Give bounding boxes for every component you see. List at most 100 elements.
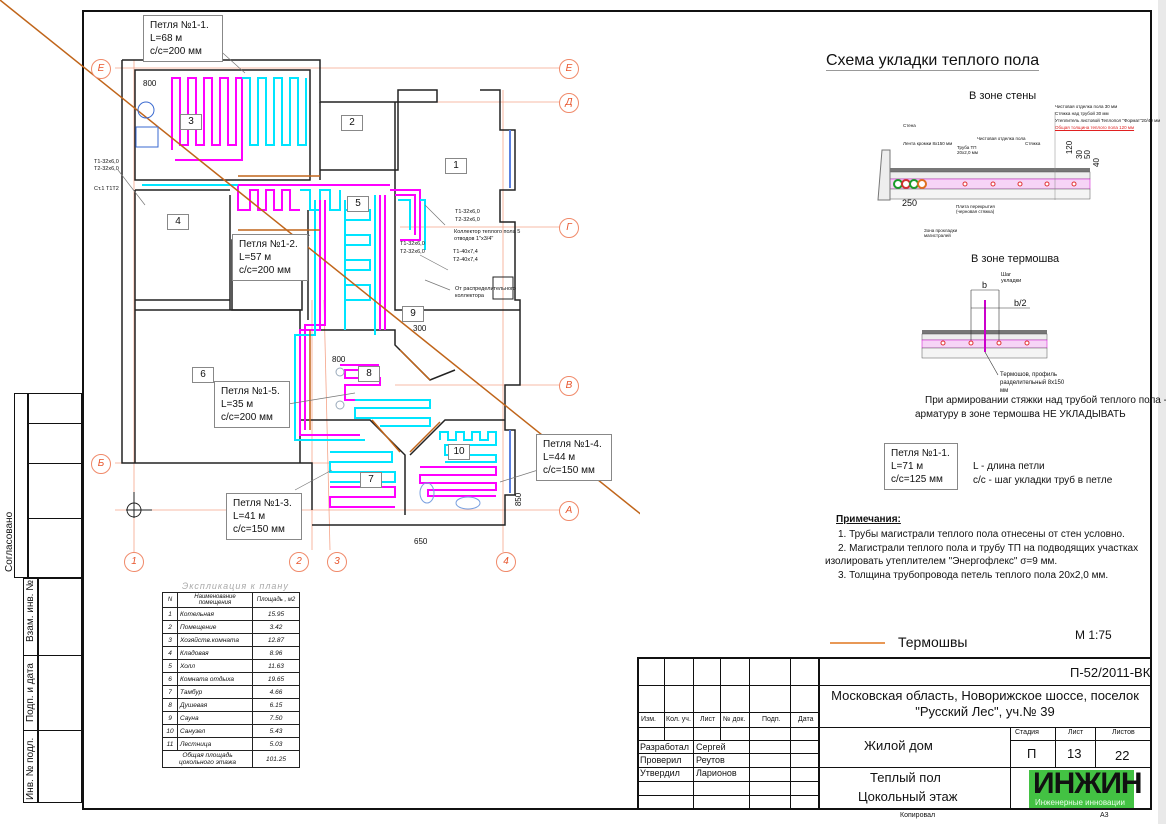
- dim-800-top: 800: [143, 79, 157, 88]
- schema-title: Схема укладки теплого пола: [826, 52, 1040, 71]
- note-1: 1. Трубы магистрали теплого пола отнесен…: [838, 529, 1125, 540]
- pipe-label-in-t1: Т1-32х6,0: [400, 241, 425, 247]
- label-screed: Стяжка: [1025, 141, 1041, 146]
- collector-feed-magenta: [379, 189, 421, 330]
- pipe-label-riser: Ст.1 Т1Т2: [94, 186, 119, 192]
- axis-line-3: [323, 299, 331, 551]
- dim-850: 850: [514, 492, 524, 507]
- stage-value: П: [1027, 746, 1037, 761]
- format-label: А3: [1100, 812, 1109, 819]
- sheets-header: Листов: [1112, 729, 1135, 736]
- layer-total: Общая толщина теплого пола 120 мм: [1055, 125, 1135, 130]
- axis-bubble-4: 4: [496, 552, 516, 572]
- legend-text-spacing: с/с - шаг укладки труб в петле: [973, 475, 1113, 486]
- row-number: 1: [162, 607, 178, 621]
- explication-total-value: 101.25: [252, 750, 300, 768]
- note-2: 2. Магистрали теплого пола и трубу ТП на…: [838, 543, 1139, 554]
- legend-text-length: L - длина петли: [973, 461, 1045, 472]
- room-area: 6.15: [252, 698, 300, 712]
- room-name: Лестница: [177, 737, 253, 751]
- loop-1-1-return: [242, 77, 307, 146]
- room-number-5: 5: [347, 196, 369, 212]
- room-number-1: 1: [445, 158, 467, 174]
- person-checked: Реутов: [696, 755, 725, 765]
- pipe-label-left-t1: Т1-32х6,0: [94, 159, 119, 165]
- scale-label: М 1:75: [1075, 628, 1112, 642]
- room-name: Душевая: [177, 698, 253, 712]
- logo-text: ИНЖИН: [1033, 767, 1143, 800]
- legend-loop-box: Петля №1-1. L=71 м с/с=125 мм: [884, 443, 958, 490]
- axis-bubble-B: Б: [91, 454, 111, 474]
- axis-bubble-E-left: Е: [91, 59, 111, 79]
- dim-650: 650: [414, 537, 428, 546]
- pipe-label-main-t1: Т1-40х7,4: [453, 249, 478, 255]
- leader-lines: [117, 45, 539, 491]
- loop-name: Петля №1-2.: [239, 239, 298, 250]
- side-divider: [28, 423, 82, 424]
- explication-header-name: Наименование помещения: [177, 592, 253, 608]
- heating-loops: [142, 77, 497, 508]
- label-b2: b/2: [1014, 298, 1027, 308]
- room-area: 11.63: [252, 659, 300, 673]
- legend-loop-spacing: с/с=125 мм: [891, 474, 943, 485]
- boiler-icon: [137, 101, 155, 119]
- room-name: Санузел: [177, 724, 253, 738]
- row-number: 7: [162, 685, 178, 699]
- role-checked: Проверил: [640, 755, 682, 765]
- row-number: 6: [162, 672, 178, 686]
- label-tape: Лента кромки 8х150 мм: [903, 141, 953, 146]
- collector-feed-cyan: [374, 195, 426, 335]
- floor-plan: [0, 0, 640, 555]
- row-number: 5: [162, 659, 178, 673]
- axis-bubble-G: Г: [559, 218, 579, 238]
- side-approval-label-cell: [14, 393, 28, 578]
- role-developed: Разработал: [640, 742, 689, 752]
- axis-bubble-1: 1: [124, 552, 144, 572]
- pipe-label-c-t2: Т2-32х6,0: [455, 217, 480, 223]
- axis-bubble-A: А: [559, 501, 579, 521]
- person-approved: Ларионов: [696, 768, 737, 778]
- stamp-col-date: Дата: [798, 716, 814, 723]
- legend-loop-name: Петля №1-1.: [891, 448, 950, 459]
- room-number-2: 2: [341, 115, 363, 131]
- sheet-header: Лист: [1068, 729, 1084, 736]
- distribution-box: [492, 276, 514, 300]
- side-divider: [23, 655, 82, 656]
- loop-spacing: с/с=200 мм: [150, 46, 202, 57]
- dim-300: 300: [413, 324, 427, 333]
- loop-length: L=68 м: [150, 33, 183, 44]
- dim-50: 50: [1082, 150, 1092, 159]
- person-developed: Сергей: [696, 742, 726, 752]
- loop-1-4-supply: [419, 466, 497, 497]
- stamp-col-change: Изм.: [641, 716, 656, 723]
- layer-finish: Чистовая отделка пола 30 мм: [1055, 104, 1118, 109]
- side-divider: [28, 393, 29, 578]
- loop-length: L=35 м: [221, 399, 254, 410]
- loop-length: L=44 м: [543, 452, 576, 463]
- collector-label: Коллектор теплого пола 5 отводов 1"х3/4": [454, 229, 521, 242]
- row-number: 9: [162, 711, 178, 725]
- room-number-10: 10: [448, 444, 470, 460]
- dim-40: 40: [1091, 158, 1101, 167]
- room-area: 8.96: [252, 646, 300, 660]
- drawing-title-2: Цокольный этаж: [858, 789, 958, 804]
- loop-spacing: с/с=150 мм: [233, 524, 285, 535]
- room-area: 5.03: [252, 737, 300, 751]
- axis-bubble-D: Д: [559, 93, 579, 113]
- drawing-frame: [82, 10, 1152, 810]
- object-name: Жилой дом: [864, 738, 933, 753]
- notes-heading: Примечания:: [836, 514, 901, 525]
- explication-header-n: N: [162, 592, 178, 608]
- role-approved: Утвердил: [640, 768, 680, 778]
- stamp-col-sheet: Лист: [700, 716, 716, 723]
- loop-name: Петля №1-1.: [150, 20, 209, 31]
- dim-250: 250: [902, 198, 918, 208]
- tank-icon: [135, 126, 159, 148]
- pipe-label-left-t2: Т2-32х6,0: [94, 166, 119, 172]
